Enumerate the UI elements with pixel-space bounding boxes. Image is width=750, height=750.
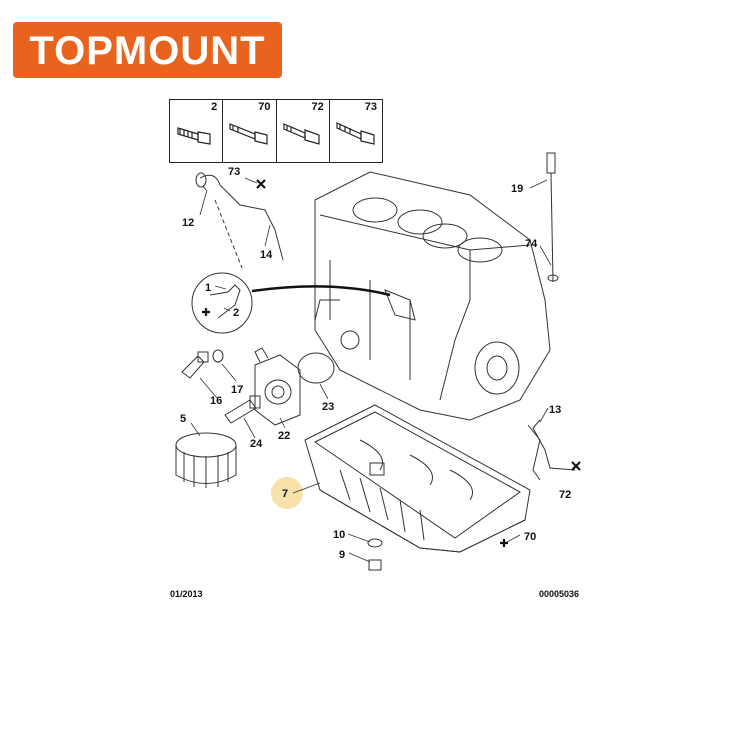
- callout-14: 14: [260, 249, 273, 261]
- fastener-parts-table: 2 70 72: [169, 99, 383, 163]
- parts-table-cell: 73: [330, 100, 382, 162]
- diagram-reference: 00005036: [539, 589, 580, 599]
- callout-2: 2: [233, 307, 239, 319]
- dipstick-tube: [195, 172, 284, 269]
- callout-16: 16: [210, 395, 222, 407]
- callout-1: 1: [205, 282, 211, 294]
- dipstick: [546, 152, 559, 283]
- return-pipe: [527, 419, 576, 481]
- parts-table-ref: 72: [311, 101, 324, 113]
- callout-12: 12: [182, 217, 194, 229]
- callout-highlight: [271, 477, 303, 509]
- hollow-bolt: [224, 395, 261, 424]
- parts-table-cell: 2: [170, 100, 224, 162]
- callout-73: 73: [228, 166, 240, 178]
- bolt-icon: [282, 123, 320, 145]
- parts-table-ref: 73: [364, 101, 377, 113]
- bolt-icon: [229, 123, 268, 145]
- callout-5: 5: [180, 413, 186, 425]
- oil-cooler: [254, 347, 301, 426]
- callout-23: 23: [322, 401, 334, 413]
- callout-9: 9: [339, 549, 345, 561]
- brand-logo: TOPMOUNT: [13, 22, 282, 78]
- callout-10: 10: [333, 529, 345, 541]
- tightening-cross: [500, 539, 508, 547]
- diagram-date: 01/2013: [170, 589, 203, 599]
- callout-17: 17: [231, 384, 243, 396]
- cooler-gasket: [297, 352, 335, 384]
- parts-table-cell: 70: [223, 100, 277, 162]
- drain-washer: [367, 538, 383, 548]
- callout-7: 7: [282, 488, 288, 500]
- callout-13: 13: [549, 404, 561, 416]
- oil-filter: [175, 432, 237, 488]
- callout-74: 74: [525, 238, 538, 250]
- parts-table-cell: 72: [277, 100, 330, 162]
- oil-pan: [304, 404, 531, 553]
- parts-table-ref: 2: [211, 101, 218, 113]
- detail-circle: [191, 272, 391, 334]
- drain-plug: [368, 559, 382, 571]
- oil-sensor: [181, 351, 209, 379]
- brand-logo-text: TOPMOUNT: [29, 29, 266, 73]
- bolt-icon: [336, 122, 375, 145]
- callout-70: 70: [524, 531, 536, 543]
- callout-24: 24: [250, 438, 263, 450]
- callout-19: 19: [511, 183, 523, 195]
- tightening-cross: [571, 461, 581, 471]
- bolt-icon: [177, 127, 211, 145]
- tightening-cross: [202, 308, 210, 316]
- seal-ring: [212, 349, 224, 363]
- parts-table-ref: 70: [258, 101, 271, 113]
- tightening-cross: [256, 179, 266, 189]
- callout-22: 22: [278, 430, 290, 442]
- callout-72: 72: [559, 489, 571, 501]
- engine-block: [314, 171, 551, 421]
